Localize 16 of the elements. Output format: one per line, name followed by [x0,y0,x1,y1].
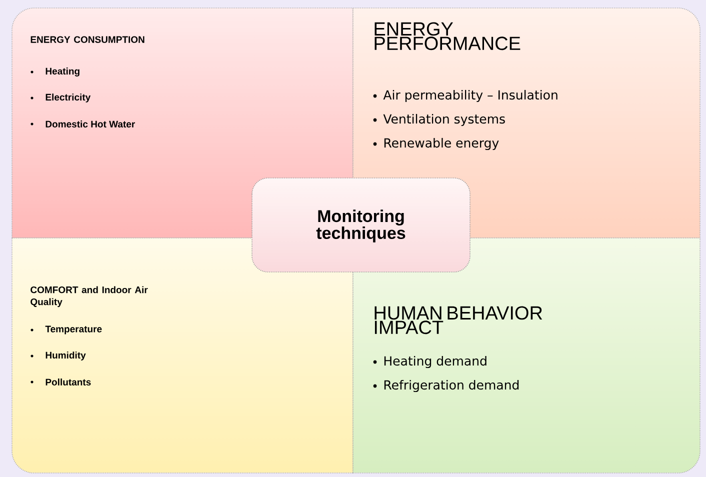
bullet-item: Heating [46,68,80,76]
bullet-item: Pollutants [46,378,91,386]
panel-heading: ENERGY CONSUMPTION [30,36,144,43]
bullet-item: Air permeability – Insulation [383,90,558,102]
bullet-item: Heating demand [384,356,486,368]
bullet-item: Temperature [45,326,102,334]
panel-heading: COMFORT and Indoor Air Quality [30,286,148,308]
bullet-item: Refrigeration demand [384,380,519,392]
panel-heading: ENERGY PERFORMANCE [374,22,520,50]
bullet-item: Humidity [46,352,86,360]
bullet-item: Ventilation systems [383,114,505,126]
bullet-item: Electricity [46,94,91,102]
panel-heading: HUMAN BEHAVIOR IMPACT [374,306,542,334]
bullet-item: Domestic Hot Water [46,120,135,128]
bullet-item: Renewable energy [384,138,499,150]
center-box: Monitoring techniques [252,178,470,272]
